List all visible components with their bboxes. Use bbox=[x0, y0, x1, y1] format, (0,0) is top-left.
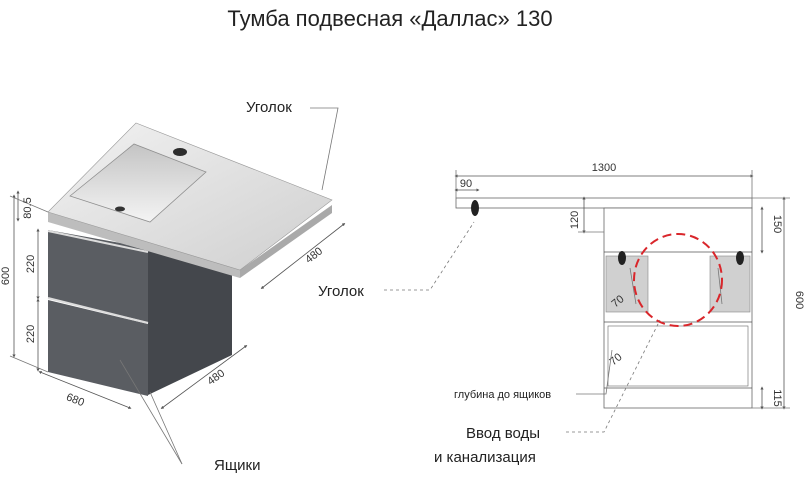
label-corner-top: Уголок bbox=[246, 99, 292, 116]
dim-3d-height: 600 bbox=[0, 267, 12, 285]
drawer-handle-lower bbox=[47, 297, 149, 324]
drawer-handle-upper bbox=[47, 230, 149, 253]
cabinet-front-view: 1300 90 120 150 600 115 70 70 Уголок глу… bbox=[318, 162, 805, 466]
dim-3d-top-thickness: 80.5 bbox=[22, 197, 34, 218]
dim-plan-corner-offset: 90 bbox=[460, 178, 472, 190]
plan-countertop bbox=[455, 197, 753, 209]
plan-shelf-right bbox=[709, 255, 751, 313]
dim-3d-depth-base: 480 bbox=[205, 367, 227, 387]
plan-bracket-right bbox=[736, 251, 744, 265]
dim-plan-corner-height: 120 bbox=[569, 211, 581, 229]
plan-bracket-left bbox=[618, 251, 626, 265]
diagram-title: Тумба подвесная «Даллас» 130 bbox=[227, 6, 552, 31]
dim-plan-top-zone: 150 bbox=[771, 215, 783, 233]
water-inlet-zone bbox=[633, 233, 723, 327]
dim-plan-bottom-zone: 115 bbox=[771, 389, 783, 407]
label-drawers: Ящики bbox=[214, 457, 261, 474]
label-corner-mid: Уголок bbox=[318, 283, 364, 300]
countertop-front-edge bbox=[48, 212, 240, 278]
drawer-front-upper bbox=[48, 230, 148, 322]
plan-corner-bracket bbox=[471, 200, 479, 216]
dim-3d-depth-top: 480 bbox=[303, 245, 325, 266]
sink-bowl bbox=[69, 143, 207, 223]
dim-3d-drawer-1: 220 bbox=[25, 255, 37, 273]
dim-3d-drawer-2: 220 bbox=[25, 325, 37, 343]
faucet-hole bbox=[173, 148, 187, 156]
dim-3d-width: 680 bbox=[64, 391, 86, 409]
plan-shelf-left bbox=[605, 255, 649, 313]
label-drawer-depth: глубина до ящиков bbox=[454, 389, 551, 401]
label-water-inlet-1: Ввод воды bbox=[466, 425, 540, 442]
dim-plan-height: 600 bbox=[793, 291, 805, 309]
label-water-inlet-2: и канализация bbox=[434, 449, 536, 466]
drain-hole bbox=[115, 206, 125, 212]
dim-plan-total-width: 1300 bbox=[592, 162, 616, 174]
cabinet-3d-view: 80.5 220 220 600 680 480 480 Уголок Ящик… bbox=[0, 99, 346, 474]
